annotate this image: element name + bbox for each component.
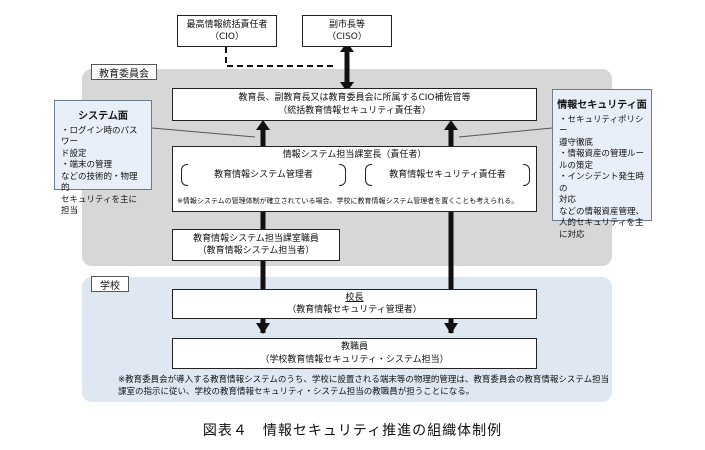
figure-caption: 図表４ 情報セキュリティ推進の組織体制例 xyxy=(202,423,503,439)
security-aspect-text: ・セキュリティポリシー 遵守徹底 ・情報資産の管理ルー ルの策定 ・インシデント… xyxy=(559,115,645,240)
board-staff-title: 教育情報システム担当課室職員 xyxy=(193,233,319,244)
chief-title: 教育長、副教育長又は教育委員会に所属するCIO補佐官等 xyxy=(238,93,471,104)
system-aspect-panel: システム面 ・ログイン時のパスワー ド設定 ・端末の管理 などの技術的・物理的 … xyxy=(54,100,152,216)
cio-title: 最高情報統括責任者 xyxy=(186,19,268,30)
security-aspect-panel: 情報セキュリティ面 ・セキュリティポリシー 遵守徹底 ・情報資産の管理ルー ルの… xyxy=(552,89,652,240)
chief-subtitle: （統括教育情報セキュリティ責任者） xyxy=(278,105,431,116)
principal-box: 校長 （教育情報セキュリティ管理者） xyxy=(172,289,537,319)
ciso-subtitle: （CISO） xyxy=(327,32,367,42)
cio-dashed-link xyxy=(225,47,336,67)
security-officer-label: 教育情報セキュリティ責任者 xyxy=(389,170,506,180)
principal-title: 校長 xyxy=(345,292,364,303)
school-note: ※教育委員会が導入する教育情報システムのうち、学校に設置される端末等の物理的管理… xyxy=(118,375,610,398)
security-aspect-title: 情報セキュリティ面 xyxy=(557,100,647,111)
cio-subtitle: （CIO） xyxy=(209,32,245,42)
board-staff-subtitle: （教育情報システム担当者） xyxy=(197,246,315,256)
school-staff-subtitle: （学校教育情報セキュリティ・システム担当） xyxy=(260,354,449,365)
system-admin-bracket: 教育情報システム管理者 xyxy=(181,164,346,186)
board-staff-box: 教育情報システム担当課室職員 （教育情報システム担当者） xyxy=(172,229,340,261)
section-head-title: 情報システム担当課室長（責任者） xyxy=(282,150,427,160)
school-staff-box: 教職員 （学校教育情報セキュリティ・システム担当） xyxy=(172,338,537,369)
principal-subtitle: （教育情報セキュリティ管理者） xyxy=(287,305,422,315)
security-officer-bracket: 教育情報セキュリティ責任者 xyxy=(365,164,530,186)
system-panel-connector xyxy=(151,127,256,138)
board-of-education-label: 教育委員会 xyxy=(91,64,157,80)
section-head-note: ※情報システムの管理体制が確立されている場合、学校に教育情報システム管理者を置く… xyxy=(177,197,519,205)
school-label: 学校 xyxy=(91,276,129,292)
school-staff-title: 教職員 xyxy=(340,342,368,353)
cio-box: 最高情報統括責任者 （CIO） xyxy=(177,15,277,47)
system-aspect-text: ・ログイン時のパスワー ド設定 ・端末の管理 などの技術的・物理的 セキュリティ… xyxy=(61,126,138,217)
system-admin-label: 教育情報システム管理者 xyxy=(214,170,313,180)
section-head-box: 情報システム担当課室長（責任者） 教育情報システム管理者 教育情報セキュリティ責… xyxy=(172,146,537,212)
system-aspect-title: システム面 xyxy=(78,111,128,122)
chief-box: 教育長、副教育長又は教育委員会に所属するCIO補佐官等 （統括教育情報セキュリテ… xyxy=(172,88,537,121)
security-panel-connector xyxy=(458,127,553,138)
ciso-title: 副市長等 xyxy=(328,19,365,30)
ciso-box: 副市長等 （CISO） xyxy=(302,15,392,47)
